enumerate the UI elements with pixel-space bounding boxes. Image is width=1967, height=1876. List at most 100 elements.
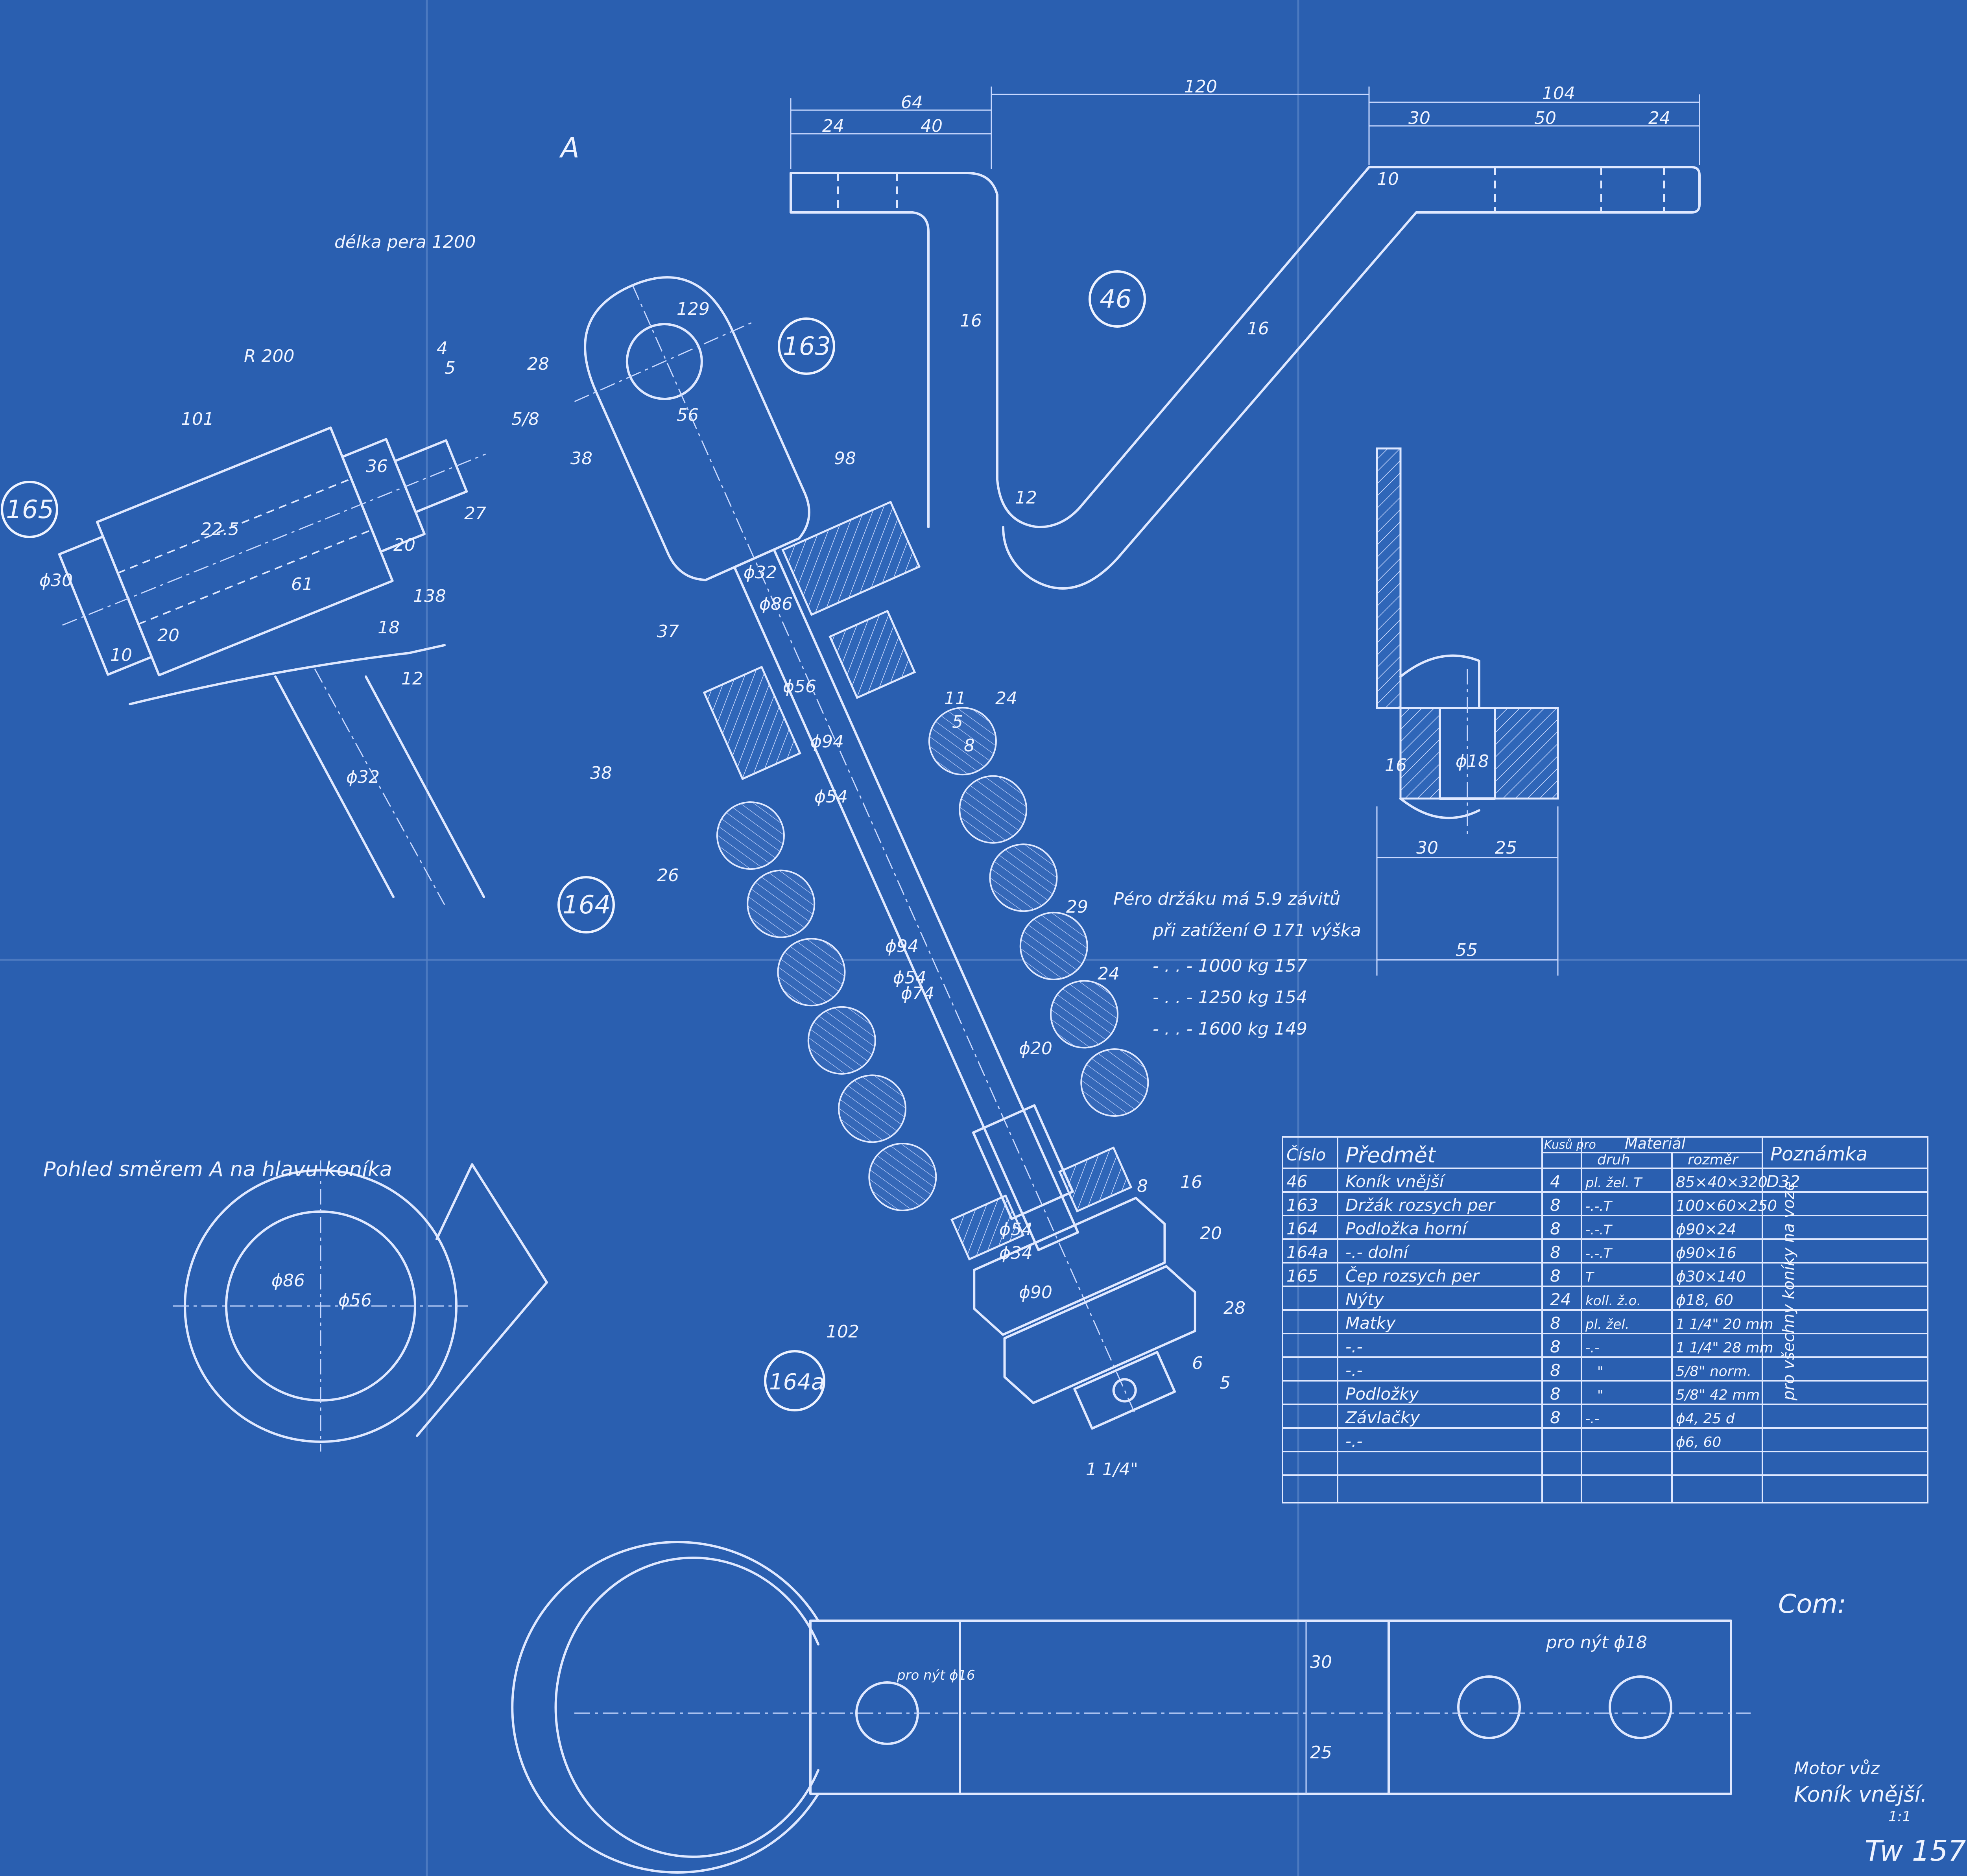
- drawing-label: ϕ4, 25 d: [1676, 1411, 1735, 1427]
- drawing-label: 101: [181, 409, 214, 429]
- drawing-label: 16: [960, 311, 982, 331]
- table-row: Matky 8 pl. žel. 1 1/4" 20 mm: [1345, 1313, 1773, 1333]
- drawing-label: 102: [826, 1322, 859, 1342]
- drawing-label: 24: [1648, 108, 1670, 128]
- table-row: 163 Držák rozsych per 8 -.-.T 100×60×250: [1286, 1195, 1777, 1215]
- drawing-label: 10: [1377, 169, 1399, 189]
- drawing-label: při zatížení Θ 171 výška: [1152, 920, 1361, 941]
- drawing-label: Závlačky: [1345, 1408, 1420, 1427]
- drawing-label: 120: [1184, 77, 1217, 97]
- table-side-note: pro všechny koníky na voze: [1780, 1181, 1798, 1401]
- table-row: -.- 8 " 5/8" norm.: [1345, 1361, 1751, 1380]
- drawing-label: -.-.T: [1585, 1246, 1613, 1262]
- drawing-label: 8: [1550, 1337, 1561, 1356]
- drawing-label: 1:1: [1888, 1809, 1911, 1825]
- drawing-label: 16: [1385, 755, 1407, 775]
- drawing-label: 27: [464, 504, 486, 524]
- part-46-bracket-view: [790, 87, 1701, 590]
- drawing-label: Poznámka: [1770, 1143, 1867, 1165]
- dimension-labels: 64 24 40 120 104 30 50 24 10 16 16 12 98…: [39, 77, 1670, 1763]
- drawing-label: ϕ86: [759, 594, 793, 614]
- table-row: 164a -.- dolní 8 -.-.T ϕ90×16: [1286, 1243, 1736, 1262]
- part-165-pin-view: [58, 426, 486, 905]
- drawing-label: ϕ30×140: [1676, 1268, 1746, 1285]
- drawing-label: Matky: [1345, 1313, 1396, 1333]
- drawing-label: 8: [1550, 1313, 1561, 1333]
- drawing-label: -.-: [1585, 1340, 1599, 1356]
- drawing-label: 164a: [1286, 1243, 1328, 1262]
- drawing-label: ϕ90×24: [1676, 1221, 1736, 1238]
- drawing-label: 16: [1247, 319, 1269, 339]
- drawing-label: Materiál: [1625, 1135, 1686, 1152]
- drawing-label: - . . - 1000 kg 157: [1153, 956, 1307, 976]
- drawing-label: 98: [834, 448, 856, 469]
- table-row: Podložky 8 " 5/8" 42 mm: [1345, 1384, 1760, 1404]
- table-row: 164 Podložka horní 8 -.-.T ϕ90×24: [1286, 1219, 1736, 1238]
- drawing-label: Podložka horní: [1345, 1219, 1469, 1238]
- drawing-label: 163: [783, 332, 831, 361]
- drawing-label: 5: [1220, 1373, 1231, 1393]
- drawing-label: Nýty: [1345, 1290, 1384, 1309]
- drawing-label: 85×40×320: [1676, 1173, 1768, 1191]
- drawing-label: -.- dolní: [1345, 1243, 1410, 1262]
- drawing-label: Číslo: [1286, 1145, 1326, 1164]
- drawing-label: Koník vnější.: [1794, 1782, 1927, 1807]
- drawing-label: 26: [657, 865, 679, 885]
- drawing-label: - . . - 1250 kg 154: [1153, 987, 1307, 1007]
- drawing-label: T: [1585, 1269, 1594, 1285]
- drawing-label: ϕ94: [885, 936, 919, 956]
- drawing-label: 12: [1015, 488, 1037, 508]
- drawing-label: 4: [437, 338, 448, 358]
- drawing-label: -.-: [1345, 1337, 1363, 1356]
- drawing-label: Com:: [1778, 1589, 1846, 1619]
- drawing-label: Držák rozsych per: [1345, 1195, 1496, 1215]
- drawing-label: Motor vůz: [1794, 1758, 1880, 1778]
- drawing-label: 164: [563, 891, 611, 920]
- drawing-label: ϕ54: [893, 968, 926, 988]
- drawing-label: 8: [1550, 1243, 1561, 1262]
- drawing-label: 20: [393, 535, 415, 555]
- drawing-label: 25: [1310, 1743, 1332, 1763]
- drawing-label: 5/8: [511, 409, 539, 429]
- table-row: 46 Koník vnější 4 pl. žel. T 85×40×320 D…: [1286, 1172, 1800, 1191]
- bottom-plan-view: [511, 1541, 1751, 1874]
- drawing-label: Koník vnější: [1345, 1172, 1446, 1191]
- drawing-label: 36: [366, 456, 388, 476]
- drawing-label: 10: [110, 645, 132, 665]
- table-row: Nýty 24 koll. ž.o. ϕ18, 60: [1345, 1290, 1733, 1309]
- drawing-label: 165: [6, 495, 54, 524]
- drawing-label: Předmět: [1345, 1143, 1436, 1168]
- view-a-head: [173, 1160, 548, 1452]
- drawing-label: 1 1/4": [1086, 1459, 1138, 1479]
- drawing-label: délka pera 1200: [334, 232, 476, 252]
- drawing-label: 24: [822, 116, 844, 136]
- drawing-label: 46: [1100, 285, 1131, 314]
- drawing-label: R 200: [244, 346, 295, 366]
- drawing-label: 11: [944, 688, 966, 708]
- drawing-label: pro nýt ϕ16: [897, 1668, 975, 1683]
- drawing-label: 8: [1550, 1195, 1561, 1215]
- drawing-label: druh: [1597, 1152, 1630, 1168]
- drawing-label: ϕ32: [744, 563, 777, 583]
- drawing-label: ϕ94: [810, 732, 844, 752]
- drawing-label: ϕ34: [999, 1243, 1033, 1263]
- drawing-label: ": [1597, 1364, 1603, 1380]
- drawing-label: 20: [1200, 1223, 1222, 1243]
- drawing-label: 8: [1137, 1176, 1148, 1196]
- drawing-label: 163: [1286, 1195, 1318, 1215]
- drawing-label: Kusů pro: [1544, 1138, 1596, 1152]
- drawing-label: Podložky: [1345, 1384, 1419, 1404]
- drawing-label: Tw 157: [1865, 1834, 1966, 1867]
- drawing-label: 104: [1542, 83, 1575, 103]
- drawing-label: -.-: [1345, 1361, 1363, 1380]
- drawing-label: ϕ54: [814, 787, 848, 807]
- drawing-label: 20: [157, 625, 179, 646]
- drawing-label: 64: [901, 92, 923, 113]
- drawing-label: rozměr: [1688, 1152, 1739, 1168]
- drawing-label: ϕ54: [999, 1219, 1033, 1240]
- drawing-label: 5: [445, 358, 456, 378]
- drawing-label: 37: [657, 622, 679, 642]
- drawing-label: ϕ6, 60: [1676, 1434, 1721, 1450]
